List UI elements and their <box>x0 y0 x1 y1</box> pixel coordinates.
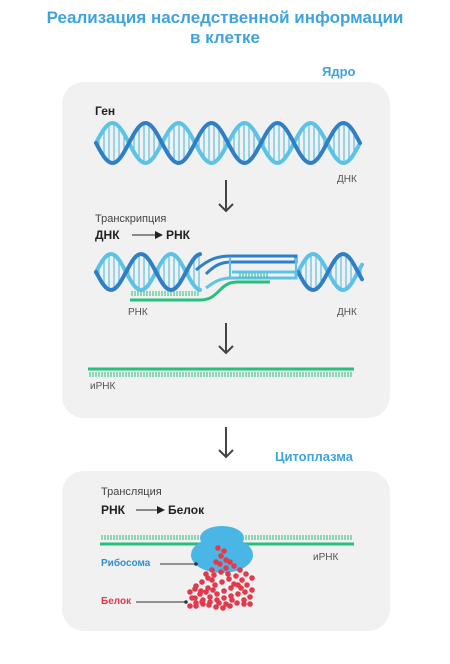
transcription-bubble <box>195 254 298 290</box>
title-line-2: в клетке <box>190 28 260 47</box>
rna-strand-transcription <box>130 273 270 302</box>
transcription-from: ДНК <box>95 228 120 242</box>
down-arrow-2 <box>218 323 234 355</box>
ribosome-label: Рибосома <box>101 558 151 569</box>
protein-chain <box>187 545 255 611</box>
mrna-strand-nucleus <box>88 367 354 377</box>
translation-label: Трансляция <box>101 486 162 498</box>
mrna-label-cytoplasm: иРНК <box>313 552 339 563</box>
down-arrow-1 <box>218 180 234 213</box>
translation-from: РНК <box>101 503 125 517</box>
protein-label: Белок <box>101 596 132 607</box>
transcription-dna-helix <box>94 252 364 292</box>
rna-label: РНК <box>128 307 148 318</box>
gene-label: Ген <box>95 104 116 118</box>
gene-dna-helix <box>94 120 362 166</box>
dna-label-1: ДНК <box>337 174 357 185</box>
nucleus-section-label: Ядро <box>322 64 356 79</box>
cytoplasm-section-label: Цитоплазма <box>275 449 353 464</box>
transcription-label: Транскрипция <box>95 213 167 225</box>
mrna-label-nucleus: иРНК <box>90 381 116 392</box>
title-line-1: Реализация наследственной информации <box>46 8 404 27</box>
translation-to: Белок <box>168 503 205 517</box>
down-arrow-3 <box>218 427 234 459</box>
page-title: Реализация наследственной информации в к… <box>0 8 450 48</box>
dna-label-2: ДНК <box>337 307 357 318</box>
transcription-to: РНК <box>166 228 190 242</box>
